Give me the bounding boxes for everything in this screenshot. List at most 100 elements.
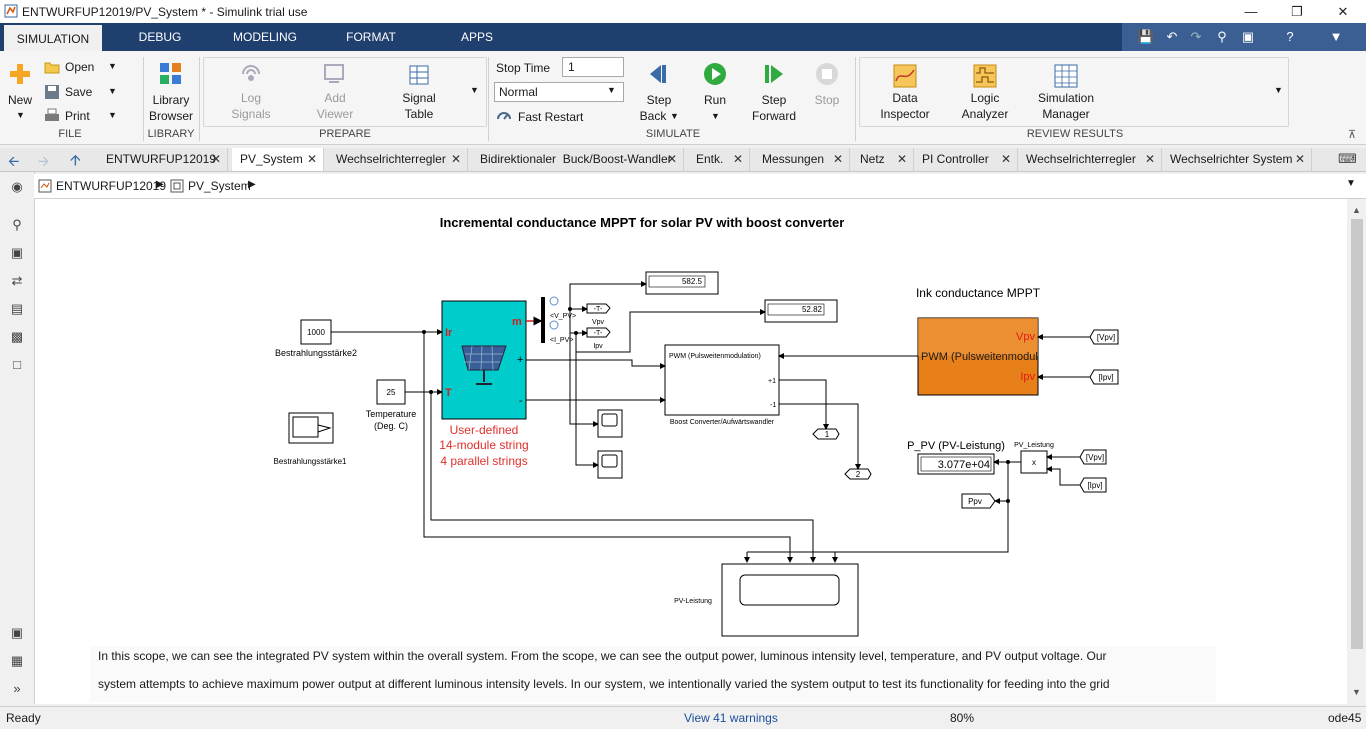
collapse-ribbon-icon[interactable]: ▼ <box>1329 29 1343 44</box>
tab-wechselrichterregler-2[interactable]: Wechselrichterregler✕ <box>1018 148 1162 171</box>
tab-buck-boost[interactable]: Bidirektionaler Buck/Boost-Wandler✕ <box>472 148 684 171</box>
undo-icon[interactable]: ↶ <box>1166 29 1178 44</box>
model-browser-icon[interactable]: ▦ <box>10 653 24 668</box>
annotation-box[interactable] <box>90 646 1216 702</box>
scrollbar-thumb[interactable] <box>1351 219 1363 649</box>
solver-name[interactable]: ode45 <box>1328 711 1362 725</box>
run-dropdown-icon[interactable]: ▼ <box>711 111 720 121</box>
pv-caption-1: User-defined <box>450 423 519 437</box>
close-tab-icon[interactable]: ✕ <box>450 152 461 166</box>
redo-icon[interactable]: ↷ <box>1190 29 1202 44</box>
signal-table-button[interactable]: Signal Table <box>394 62 444 122</box>
prepare-expand-icon[interactable]: ▼ <box>470 85 479 95</box>
tab-simulation[interactable]: SIMULATION <box>4 23 102 53</box>
tab-pi-controller[interactable]: PI Controller✕ <box>914 148 1018 171</box>
logic-analyzer-button[interactable]: Logic Analyzer <box>954 62 1016 122</box>
library-browser-button[interactable]: Library Browser <box>148 60 194 124</box>
from-vpv-block[interactable] <box>1089 329 1119 345</box>
tab-format[interactable]: FORMAT <box>346 30 396 44</box>
image-icon[interactable]: ▩ <box>10 329 24 344</box>
back-arrow-icon[interactable]: 🡨 <box>8 153 20 169</box>
add-viewer-button[interactable]: Add Viewer <box>310 62 360 122</box>
zoom-icon[interactable]: ⚲ <box>1217 29 1227 44</box>
from-vpv2-block[interactable] <box>1079 449 1107 465</box>
open-dropdown-icon[interactable]: ▼ <box>108 61 117 71</box>
close-tab-icon[interactable]: ✕ <box>732 152 743 166</box>
review-expand-icon[interactable]: ▼ <box>1274 85 1283 95</box>
print-button[interactable]: Print ▼ <box>42 106 120 126</box>
open-button[interactable]: Open ▼ <box>42 58 120 78</box>
help-icon[interactable]: ? <box>1286 29 1294 44</box>
tab-messungen[interactable]: Messungen✕ <box>754 148 850 171</box>
area-icon[interactable]: □ <box>13 357 21 372</box>
simulation-manager-button[interactable]: Simulation Manager <box>1030 62 1102 122</box>
forward-arrow-icon[interactable]: 🡪 <box>38 153 50 169</box>
data-inspector-button[interactable]: Data Inspector <box>874 62 936 122</box>
outport-1[interactable] <box>812 428 840 440</box>
run-button[interactable]: Run ▼ <box>694 62 736 124</box>
fast-restart-button[interactable]: Fast Restart <box>496 108 596 126</box>
close-tab-icon[interactable]: ✕ <box>1000 152 1011 166</box>
hide-explorer-icon[interactable]: ◉ <box>11 179 23 194</box>
step-forward-button[interactable]: Step Forward <box>748 62 800 124</box>
camera-icon[interactable]: ▣ <box>10 625 24 640</box>
fit-to-view-icon[interactable]: ▣ <box>10 245 24 260</box>
from-ipv2-block[interactable] <box>1079 477 1107 493</box>
save-icon[interactable]: 💾 <box>1137 29 1155 44</box>
vertical-scrollbar[interactable]: ▲ ▼ <box>1348 199 1366 704</box>
tab-netz[interactable]: Netz✕ <box>852 148 914 171</box>
stop-button[interactable]: Stop <box>808 62 846 124</box>
bus-selector-block[interactable] <box>541 297 545 343</box>
log-signals-button[interactable]: Log Signals <box>226 62 276 122</box>
simulink-app-icon <box>4 4 18 18</box>
new-dropdown-icon[interactable]: ▼ <box>16 110 25 120</box>
tab-list-icon[interactable]: ⌨ <box>1338 151 1357 166</box>
close-tab-icon[interactable]: ✕ <box>1144 152 1155 166</box>
step-back-button[interactable]: Step Back ▼ <box>636 62 682 124</box>
close-tab-icon[interactable]: ✕ <box>1294 152 1305 166</box>
boost-converter-block[interactable] <box>664 344 780 416</box>
close-tab-icon[interactable]: ✕ <box>832 152 843 166</box>
close-tab-icon[interactable]: ✕ <box>210 152 221 166</box>
save-button[interactable]: Save ▼ <box>42 82 120 102</box>
collapse-icon[interactable]: ⊼ <box>1348 129 1357 141</box>
step-back-dropdown-icon[interactable]: ▼ <box>670 111 679 121</box>
tab-apps[interactable]: APPS <box>460 30 493 44</box>
scroll-up-icon[interactable]: ▲ <box>1352 205 1361 215</box>
maximize-icon[interactable]: ❐ <box>1291 4 1303 19</box>
arrow-icon[interactable]: ⇄ <box>11 273 23 288</box>
select-icon[interactable]: ▣ <box>1241 29 1255 44</box>
expand-palette-icon[interactable]: » <box>13 681 21 696</box>
up-arrow-icon[interactable]: 🡩 <box>70 152 81 169</box>
close-tab-icon[interactable]: ✕ <box>306 152 317 166</box>
tab-wechselrichter-system[interactable]: Wechselrichter System✕ <box>1162 148 1312 171</box>
simulation-mode-select[interactable]: Normal ▼ <box>494 82 624 102</box>
close-tab-icon[interactable]: ✕ <box>896 152 907 166</box>
tab-debug[interactable]: DEBUG <box>138 30 182 44</box>
tab-wechselrichterregler[interactable]: Wechselrichterregler✕ <box>328 148 468 171</box>
tab-entk[interactable]: Entk.✕ <box>688 148 750 171</box>
outport-2[interactable] <box>844 468 872 480</box>
close-icon[interactable]: ✕ <box>1337 4 1349 19</box>
save-dropdown-icon[interactable]: ▼ <box>108 86 117 96</box>
model-canvas[interactable]: Incremental conductance MPPT for solar P… <box>35 199 1347 704</box>
stop-time-input[interactable]: 1 <box>562 57 624 77</box>
signal-builder-block[interactable] <box>288 412 334 444</box>
breadcrumb-child[interactable]: PV_System <box>188 179 251 193</box>
zoom-icon[interactable]: ⚲ <box>12 217 22 232</box>
tab-entwurfup12019[interactable]: ENTWURFUP12019✕ <box>98 148 228 171</box>
tab-pv-system[interactable]: PV_System✕ <box>232 148 324 171</box>
minimize-icon[interactable]: — <box>1244 4 1258 19</box>
from-ipv-block[interactable] <box>1089 369 1119 385</box>
annotation-icon[interactable]: ▤ <box>10 301 24 316</box>
warnings-link[interactable]: View 41 warnings <box>684 711 778 725</box>
breadcrumb-root[interactable]: ENTWURFUP12019 <box>56 179 167 193</box>
tab-modeling[interactable]: MODELING <box>232 30 297 44</box>
close-tab-icon[interactable]: ✕ <box>666 152 677 166</box>
goto-ppv-block[interactable] <box>961 493 996 509</box>
new-button[interactable]: New ▼ <box>6 60 34 132</box>
annotation-line-1: In this scope, we can see the integrated… <box>98 649 1107 663</box>
print-dropdown-icon[interactable]: ▼ <box>108 110 117 120</box>
breadcrumb-dropdown-icon[interactable]: ▼ <box>1346 178 1356 189</box>
scroll-down-icon[interactable]: ▼ <box>1352 687 1361 697</box>
